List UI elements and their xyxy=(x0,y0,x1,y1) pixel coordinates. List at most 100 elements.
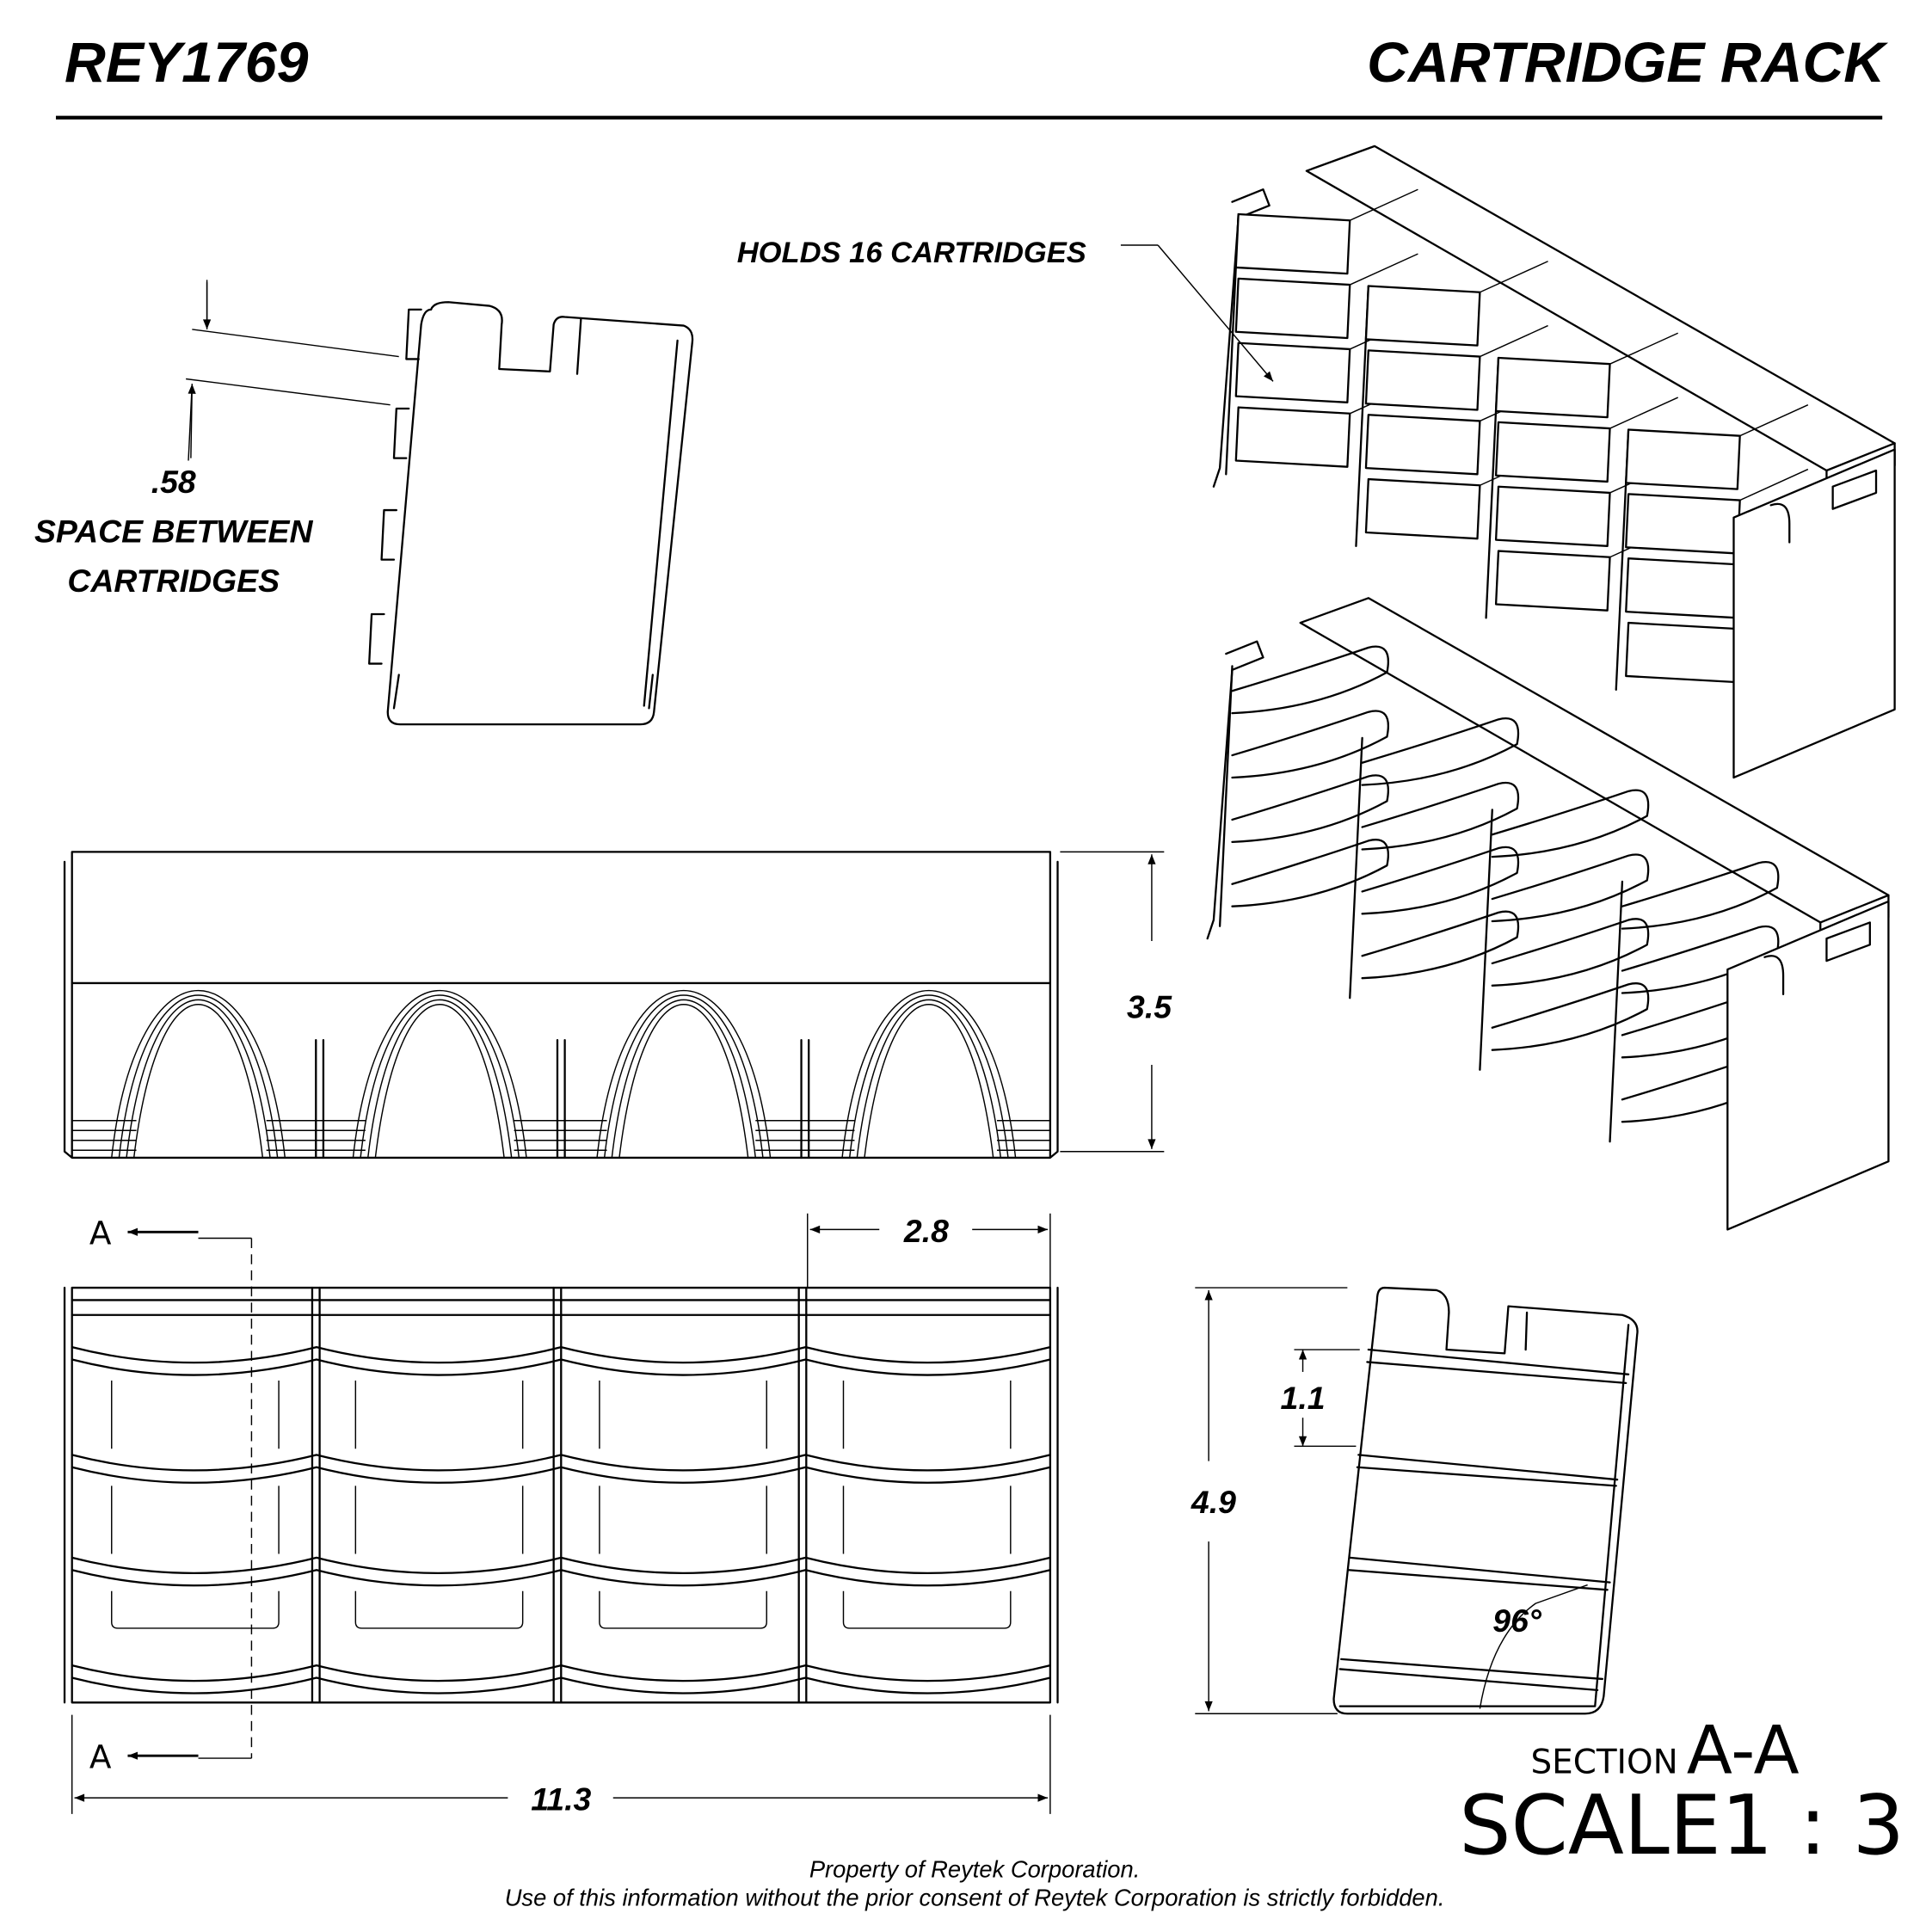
cartridge-edge xyxy=(1609,332,1679,365)
shelf xyxy=(1491,789,1650,858)
callout-text: HOLDS 16 CARTRIDGES xyxy=(737,237,1086,269)
end-panel xyxy=(1732,448,1896,779)
cartridge-edge xyxy=(1739,404,1809,437)
shelf xyxy=(1231,645,1389,715)
arch-line xyxy=(360,994,520,1158)
cartridge-edge xyxy=(1480,324,1548,358)
cartridge-edge xyxy=(1349,253,1418,286)
shelf xyxy=(1231,839,1389,907)
cartridge-edge xyxy=(1739,468,1809,501)
divider xyxy=(1479,809,1493,1071)
cartridge xyxy=(1625,493,1741,555)
shelf xyxy=(1361,846,1520,915)
cartridge xyxy=(1234,212,1351,275)
arch-line xyxy=(352,989,527,1158)
arch-line xyxy=(848,994,1009,1158)
cartridge xyxy=(1625,621,1741,684)
cartridge xyxy=(1234,277,1351,340)
arch-line xyxy=(111,989,286,1158)
cell-wall xyxy=(842,1381,1012,1449)
drawing-title: CARTRIDGE RACK xyxy=(1367,31,1888,95)
cell-slot xyxy=(111,1590,280,1629)
arch-line xyxy=(611,999,757,1159)
section-marker-bottom: A xyxy=(89,1738,112,1776)
cartridge xyxy=(1364,285,1481,347)
part-number: REY1769 xyxy=(65,31,309,95)
side-view: .58 SPACE BETWEEN CARTRIDGES xyxy=(34,280,694,726)
divider xyxy=(797,1286,808,1704)
top-view: A A 2.8 11.3 xyxy=(63,1213,1059,1818)
divider xyxy=(1609,880,1624,1143)
cartridge xyxy=(1234,341,1351,403)
cell-wall xyxy=(599,1485,767,1554)
footer-line2: Use of this information without the prio… xyxy=(505,1884,1445,1910)
cell-slot xyxy=(354,1590,524,1629)
end-panel xyxy=(1212,188,1271,488)
cell-wall xyxy=(111,1485,280,1554)
cartridge xyxy=(1494,421,1611,483)
section-marker-top: A xyxy=(89,1215,112,1252)
cartridge xyxy=(1625,557,1741,619)
divider xyxy=(1349,736,1363,1000)
shelf-spacing-dimension: 1.1 xyxy=(1281,1380,1326,1416)
cartridge-edge xyxy=(1609,397,1679,429)
cell-wall xyxy=(354,1381,524,1449)
scale-label: SCALE1 : 3 xyxy=(1459,1779,1904,1873)
arch-line xyxy=(367,999,513,1159)
cartridge xyxy=(1364,349,1481,411)
cartridge xyxy=(1364,477,1481,540)
section-label-id: A-A xyxy=(1687,1712,1800,1789)
end-notch xyxy=(1763,921,1871,996)
end-notch xyxy=(1769,469,1878,544)
shelf xyxy=(1361,717,1520,786)
spacing-dimension: .58 xyxy=(151,464,196,500)
cell-wall xyxy=(842,1485,1012,1554)
cartridge xyxy=(1494,356,1611,419)
shelf xyxy=(1361,910,1520,980)
cell-wall xyxy=(111,1381,280,1449)
cartridge-edge xyxy=(1349,188,1418,221)
front-height-dimension: 3.5 xyxy=(1127,988,1172,1024)
shelf xyxy=(1231,774,1389,843)
cell-slot xyxy=(599,1590,767,1629)
arch-line xyxy=(118,994,279,1158)
cartridge xyxy=(1364,414,1481,476)
section-height-dimension: 4.9 xyxy=(1191,1484,1236,1520)
arch-line xyxy=(841,989,1017,1158)
cartridge-edge xyxy=(1480,261,1548,293)
shelf xyxy=(1231,710,1389,779)
section-view: 4.9 1.1 96° SECTION A-A SCALE1 : 3 xyxy=(1191,1286,1904,1873)
divider xyxy=(311,1286,321,1704)
cell-wall xyxy=(354,1485,524,1554)
spacing-label-line2: CARTRIDGES xyxy=(67,563,280,599)
arch-line xyxy=(603,994,764,1158)
divider xyxy=(556,1039,566,1159)
arch-line xyxy=(864,1004,994,1159)
cartridge xyxy=(1234,406,1351,468)
footer-line1: Property of Reytek Corporation. xyxy=(809,1855,1141,1882)
arch-line xyxy=(126,999,271,1159)
cartridge xyxy=(1494,485,1611,547)
cartridge-callout: HOLDS 16 CARTRIDGES xyxy=(737,237,1274,382)
arch-line xyxy=(596,989,772,1158)
isometric-view-empty xyxy=(1206,597,1890,1231)
angle-dimension: 96° xyxy=(1492,1602,1542,1639)
end-panel xyxy=(1726,900,1890,1231)
cartridge xyxy=(1494,550,1611,612)
shelf xyxy=(1491,918,1650,987)
shelf xyxy=(1491,982,1650,1051)
arch-line xyxy=(856,999,1002,1159)
arch-line xyxy=(132,1004,264,1159)
cell-wall xyxy=(599,1381,767,1449)
divider xyxy=(1218,665,1234,927)
cartridge xyxy=(1625,428,1741,490)
arch-line xyxy=(374,1004,505,1159)
divider xyxy=(800,1039,810,1159)
cell-slot xyxy=(842,1590,1012,1629)
shelf xyxy=(1621,861,1780,930)
overall-length-dimension: 11.3 xyxy=(531,1781,591,1818)
shelf xyxy=(1361,781,1520,851)
section-label-prefix: SECTION xyxy=(1530,1743,1677,1781)
end-panel xyxy=(1206,640,1264,940)
